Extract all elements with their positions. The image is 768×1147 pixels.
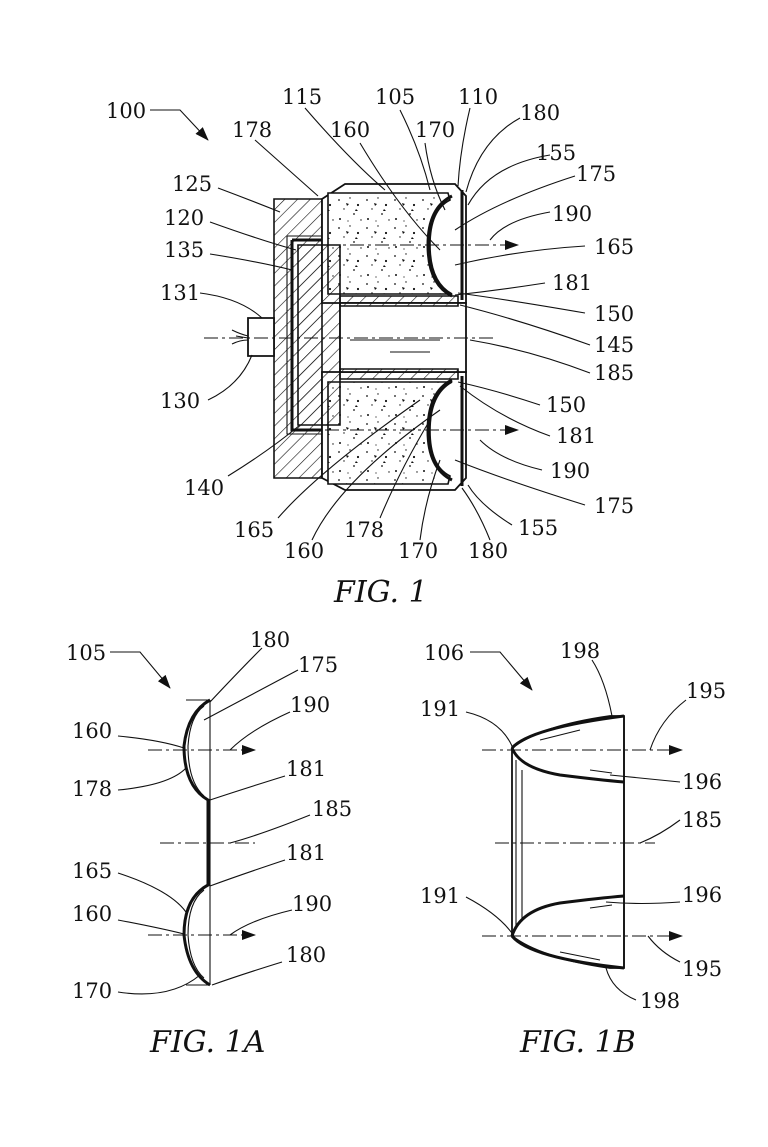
liner-strip-ends — [186, 699, 210, 986]
fig1-caption: FIG. 1 — [333, 575, 428, 610]
explosive-fill-bottom — [327, 381, 453, 485]
ref-190-1a: 190 — [290, 693, 330, 717]
figure-1: 100 115 105 110 178 160 170 180 155 175 … — [106, 85, 634, 610]
ref-191: 191 — [420, 697, 460, 721]
liner-3d-body — [511, 715, 625, 969]
leaders-fig1a — [110, 647, 311, 995]
ref-140: 140 — [184, 476, 224, 500]
leaders-fig1b — [465, 651, 687, 1001]
ref-145: 145 — [594, 333, 634, 357]
ref-160-1a: 160 — [72, 719, 112, 743]
liner-profile — [182, 698, 211, 987]
ref-155b: 155 — [518, 516, 558, 540]
ref-160: 160 — [330, 118, 370, 142]
fig1b-reference-numerals: 106 198 195 191 196 185 191 196 195 198 — [420, 639, 726, 1013]
ref-105-1a: 105 — [66, 641, 106, 665]
ref-100: 100 — [106, 99, 146, 123]
liner-bottom — [426, 378, 453, 482]
ref-160b: 160 — [284, 539, 324, 563]
ref-110: 110 — [458, 85, 498, 109]
ref-175: 175 — [576, 162, 616, 186]
figure-1a: 105 180 175 190 160 178 181 185 165 181 … — [66, 628, 352, 1060]
ref-131: 131 — [160, 281, 200, 305]
detonator-housing — [247, 317, 275, 357]
ref-125: 125 — [172, 172, 212, 196]
ref-185-1a: 185 — [312, 797, 352, 821]
ref-195b: 195 — [682, 957, 722, 981]
ref-175-1a: 175 — [298, 653, 338, 677]
ref-135: 135 — [164, 238, 204, 262]
ref-180: 180 — [520, 101, 560, 125]
fig1b-caption: FIG. 1B — [519, 1025, 636, 1060]
bore-liner-top — [339, 295, 459, 307]
leaders-fig1 — [150, 107, 591, 541]
ref-120: 120 — [164, 206, 204, 230]
ref-190b-1a: 190 — [292, 892, 332, 916]
liner-3d-shading — [539, 729, 613, 961]
ref-198: 198 — [560, 639, 600, 663]
fig1a-caption: FIG. 1A — [149, 1025, 265, 1060]
ref-181b-1a: 181 — [286, 841, 326, 865]
liner-profile-inner — [187, 705, 205, 979]
ref-165-1a: 165 — [72, 859, 112, 883]
ref-185: 185 — [594, 361, 634, 385]
ref-181-1a: 181 — [286, 757, 326, 781]
ref-155: 155 — [536, 141, 576, 165]
liner-3d-bottom-curve — [510, 894, 625, 937]
ref-165: 165 — [594, 235, 634, 259]
ref-178b: 178 — [344, 518, 384, 542]
ref-178: 178 — [232, 118, 272, 142]
ref-180-1a: 180 — [250, 628, 290, 652]
detonator-wire — [231, 329, 249, 345]
ref-178-1a: 178 — [72, 777, 112, 801]
ref-165b: 165 — [234, 518, 274, 542]
fig1-reference-numerals: 100 115 105 110 178 160 170 180 155 175 … — [106, 85, 634, 563]
detonator-cord-inner — [286, 235, 322, 435]
ref-150b: 150 — [546, 393, 586, 417]
ref-196b: 196 — [682, 883, 722, 907]
bore-liner-bottom — [339, 368, 459, 380]
booster-charge — [297, 244, 341, 426]
ref-175b: 175 — [594, 494, 634, 518]
ref-105: 105 — [375, 85, 415, 109]
ref-181b: 181 — [556, 424, 596, 448]
ref-196: 196 — [682, 770, 722, 794]
ref-191b: 191 — [420, 884, 460, 908]
ref-130: 130 — [160, 389, 200, 413]
figure-1b: 106 198 195 191 196 185 191 196 195 198 … — [420, 639, 726, 1060]
ref-190: 190 — [552, 202, 592, 226]
liner-3d-bottom-edge — [510, 934, 625, 970]
ref-115: 115 — [282, 85, 322, 109]
ref-170: 170 — [415, 118, 455, 142]
ref-195: 195 — [686, 679, 726, 703]
ref-190b: 190 — [550, 459, 590, 483]
ref-198b: 198 — [640, 989, 680, 1013]
ref-160b-1a: 160 — [72, 902, 112, 926]
ref-170b: 170 — [398, 539, 438, 563]
ref-150: 150 — [594, 302, 634, 326]
ref-181: 181 — [552, 271, 592, 295]
ref-170-1a: 170 — [72, 979, 112, 1003]
liner-3d-top-curve — [510, 747, 625, 784]
fig1a-reference-numerals: 105 180 175 190 160 178 181 185 165 181 … — [66, 628, 352, 1003]
ref-106: 106 — [424, 641, 464, 665]
liner-3d-top-edge — [510, 714, 625, 750]
ref-180b-1a: 180 — [286, 943, 326, 967]
ref-180b: 180 — [468, 539, 508, 563]
ref-185-1b: 185 — [682, 808, 722, 832]
